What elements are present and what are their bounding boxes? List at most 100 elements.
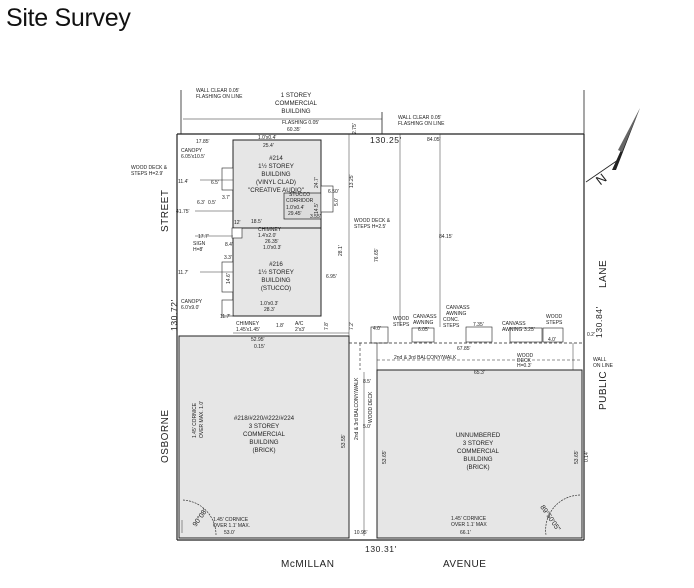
awning-label: AWNING: [502, 327, 522, 333]
dimension-label: 6.95': [326, 274, 337, 280]
dimension-label: 1.0'x0.4': [258, 135, 276, 141]
dimension-label: 28.3': [264, 307, 275, 313]
dimension-label: 1.0'x0.3': [263, 245, 281, 251]
north-line-dimension: 130.25': [370, 135, 402, 145]
dimension-label: 8.4': [225, 242, 233, 248]
wood-deck-label: STEPS H=2.5': [354, 224, 386, 230]
dimension-label: 53.65': [574, 450, 580, 464]
canopy-label: CANOPY: [181, 299, 203, 305]
street-label: McMILLAN: [281, 559, 334, 570]
steps-row: [349, 326, 582, 370]
unnumbered-label: UNNUMBERED: [456, 432, 501, 439]
street-labels: STREET OSBORNE LANE PUBLIC McMILLAN AVEN…: [160, 190, 609, 570]
building-labels: 1 STOREY COMMERCIAL BUILDING #214 1½ STO…: [234, 92, 501, 471]
dimension-label: 2.75': [352, 123, 358, 134]
south-line-dimension: 130.31': [365, 544, 397, 554]
balcony-label: 2nd & 3rd BALCONY/WALK: [354, 377, 360, 440]
unnumbered-label: COMMERCIAL: [457, 448, 499, 455]
dimension-label: 41.75': [176, 209, 190, 215]
dimension-label: 6.5': [211, 180, 219, 186]
dimension-label: 24.7': [314, 177, 320, 188]
cornice-label: OVER 1.1' MAX: [451, 522, 487, 528]
dimension-label: 0.2': [587, 332, 595, 338]
dimension-label: 3.3': [224, 255, 232, 261]
wall-label: WALL: [593, 357, 607, 363]
ac-label: A/C: [295, 321, 304, 327]
dimension-label: 18.5': [251, 219, 262, 225]
chimney-label: CHIMNEY: [258, 227, 282, 233]
dimension-label: 11.7': [220, 314, 230, 320]
steps-label: WOOD: [393, 316, 409, 322]
balcony-label: 2nd & 3rd BALCONY/WALK: [394, 355, 457, 361]
steps-label: WOOD: [546, 314, 562, 320]
canopy-label: CANOPY: [181, 148, 203, 154]
wood-deck-label: WOOD DECK: [368, 391, 374, 423]
canopy-label: 6.0'x9.0': [181, 305, 199, 311]
dimension-label: 53.55': [341, 434, 347, 448]
dimension-label: 13.25': [349, 174, 355, 188]
dimension-label: 7.2': [349, 322, 355, 330]
dimension-label: 6.50': [328, 189, 339, 195]
awning-label: CANVASS: [502, 321, 526, 327]
building-214: [232, 139, 334, 229]
dimension-label: 17.85': [196, 139, 210, 145]
dimension-label: 3.7': [222, 195, 230, 201]
dimension-label: 25.4': [263, 143, 274, 149]
wood-deck-label: WOOD: [517, 353, 533, 359]
b218-label: #218/#220/#222/#224: [234, 415, 295, 422]
dimension-label: 66.1': [460, 530, 471, 536]
page-title: Site Survey: [6, 4, 131, 32]
b214-label: "CREATIVE AUDIO": [248, 187, 304, 194]
unnumbered-label: (BRICK): [466, 464, 489, 471]
wood-deck-label: H=0.3': [517, 363, 531, 369]
dimension-label: 14.6': [226, 273, 232, 284]
sign-label: H=8': [193, 247, 203, 253]
b214-label: 1½ STOREY: [258, 163, 294, 170]
street-label: OSBORNE: [160, 409, 171, 463]
b214-label: (VINYL CLAD): [256, 179, 296, 186]
corridor-label: CORRIDOR: [286, 198, 314, 204]
dimension-label: 8.5': [363, 379, 371, 385]
dimension-label: 1.0'x0.4': [286, 205, 304, 211]
unnumbered-label: BUILDING: [463, 456, 492, 463]
b218-label: COMMERCIAL: [243, 431, 285, 438]
wall-clear-label: WALL CLEAR 0.05': [196, 88, 239, 94]
dimension-label: 0.5': [208, 200, 216, 206]
cornice-label: 1.45' CORNICE: [213, 517, 249, 523]
wood-deck-label: WOOD DECK &: [131, 165, 168, 171]
cornice-label: 1.45' CORNICE: [451, 516, 487, 522]
wall-label: ON LINE: [593, 363, 614, 369]
dimension-label: 5.0': [363, 424, 371, 430]
north-arrow-icon: N: [585, 108, 640, 188]
chimney-label: 1.45'x1.45': [236, 327, 260, 333]
north-building-label: BUILDING: [281, 108, 310, 115]
b216-label: BUILDING: [261, 277, 290, 284]
dimension-label: 4.0': [548, 337, 556, 343]
street-label: PUBLIC: [598, 371, 609, 410]
dimension-label: 12': [234, 220, 241, 226]
dimension-label: 14.5': [314, 203, 320, 214]
b216-label: (STUCCO): [261, 285, 291, 292]
flashing-label: FLASHING 0.05': [282, 120, 319, 126]
dimension-label: 1.8': [276, 323, 284, 329]
building-218-224: [178, 335, 350, 539]
corridor-label: STUCCO: [289, 192, 310, 198]
dimension-label: 0.15': [254, 344, 265, 350]
cornice-label: OVER MAX. 1.0': [199, 401, 205, 438]
dimension-label: 67.85': [457, 346, 471, 352]
steps-label: CONC.: [443, 317, 459, 323]
wood-deck-label: WOOD DECK &: [354, 218, 391, 224]
north-arrow-label: N: [593, 170, 610, 188]
property-boundary: [176, 90, 585, 541]
chimney-label: 1.4'x2.0': [258, 233, 276, 239]
awning-label: CANVASS: [446, 305, 470, 311]
wood-deck-label: DECK: [517, 358, 532, 364]
street-label: STREET: [160, 190, 171, 232]
dimension-label: 7.35': [473, 322, 484, 328]
dimension-label: 29.45': [288, 211, 302, 217]
ac-label: 2'x3': [295, 327, 305, 333]
awning-label: AWNING: [413, 320, 433, 326]
cornice-label: OVER 1.1' MAX.: [213, 523, 250, 529]
chimney-label: CHIMNEY: [236, 321, 260, 327]
